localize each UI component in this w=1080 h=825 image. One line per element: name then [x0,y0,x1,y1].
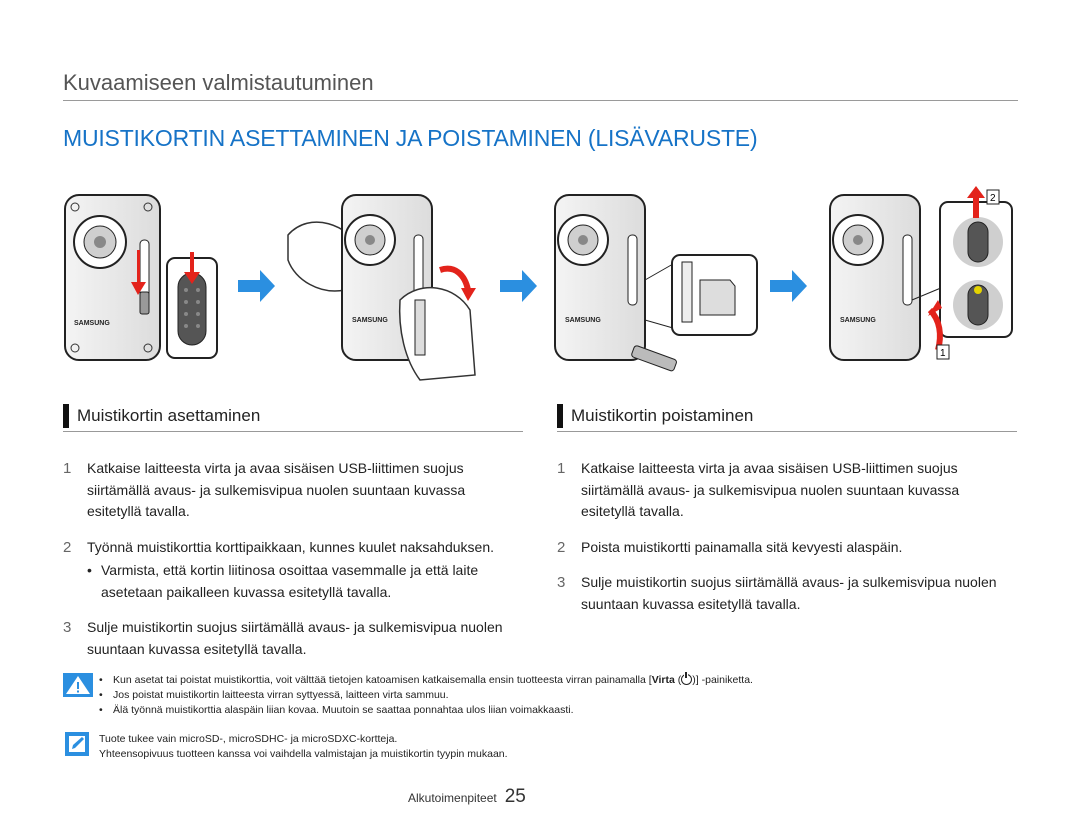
remove-section: Muistikortin poistaminen 1 Katkaise lait… [557,403,1017,629]
insert-step: 3 Sulje muistikortin suojus siirtämällä … [63,617,523,660]
brand-label: SAMSUNG [565,317,601,324]
step-text: Poista muistikortti painamalla sitä kevy… [581,538,903,555]
arrow-right-icon [500,270,537,302]
step-number: 1 [63,460,72,477]
tip-text: Tuote tukee vain microSD-, microSDHC- ja… [99,733,398,745]
section-divider [63,100,1018,101]
insert-step: 1 Katkaise laitteesta virta ja avaa sisä… [63,458,523,523]
caution-bullet: •Jos poistat muistikortin laitteesta vir… [99,689,449,701]
step-bullet-text: Varmista, että kortin liitinosa osoittaa… [101,562,479,600]
brand-label: SAMSUNG [352,317,388,324]
step-text: Sulje muistikortin suojus siirtämällä av… [87,619,503,657]
remove-step: 2 Poista muistikortti painamalla sitä ke… [557,537,1017,559]
caution-text: Jos poistat muistikortin laitteesta virr… [113,689,449,701]
power-button-label: Virta [651,674,675,686]
insert-section: Muistikortin asettaminen 1 Katkaise lait… [63,403,523,674]
camera-3-illustration: SAMSUNG [554,194,758,372]
heading-bar [63,404,69,428]
remove-heading-text: Muistikortin poistaminen [571,406,754,425]
step-text: Katkaise laitteesta virta ja avaa sisäis… [581,460,960,519]
callout-2: 2 [990,193,996,204]
power-icon [681,672,693,685]
page-title: MUISTIKORTIN ASETTAMINEN JA POISTAMINEN … [63,125,758,151]
page-number: 25 [504,786,526,807]
remove-heading: Muistikortin poistaminen [557,403,1017,432]
step-bullet: • Varmista, että kortin liitinosa osoitt… [87,560,523,603]
arrow-right-icon [238,270,275,302]
caution-bullet: •Älä työnnä muistikorttia alaspäin liian… [99,704,574,716]
caution-bullet: • Kun asetat tai poistat muistikorttia, … [99,672,753,686]
step-number: 3 [63,619,72,636]
step-number: 2 [63,538,72,556]
pencil-icon [65,732,89,756]
camera-2-illustration: SAMSUNG [287,194,476,381]
footer-label: Alkutoimenpiteet [408,791,497,805]
remove-step: 1 Katkaise laitteesta virta ja avaa sisä… [557,458,1017,523]
caution-text: ] -painiketta. [695,674,753,686]
notes-section: • Kun asetat tai poistat muistikorttia, … [63,672,1023,762]
step-number: 1 [557,460,566,477]
caution-text: Kun asetat tai poistat muistikorttia, vo… [113,674,652,686]
warning-icon [63,673,93,697]
camera-1-illustration: SAMSUNG [64,194,161,361]
step-number: 3 [557,574,566,591]
camera-4-illustration: SAMSUNG [829,186,1013,361]
heading-bar [557,404,563,428]
callout-1: 1 [940,348,946,359]
arrow-right-icon [770,270,807,302]
insert-heading-text: Muistikortin asettaminen [77,406,261,425]
step-number: 2 [557,538,566,556]
tip-text: Yhteensopivuus tuotteen kanssa voi vaihd… [99,748,508,760]
step-text: Sulje muistikortin suojus siirtämällä av… [581,574,997,612]
caution-text: Älä työnnä muistikorttia alaspäin liian … [113,704,574,716]
memory-card-illustration: SAMSUNG SAMSUNG SAMSUNG [64,186,1013,381]
remove-step: 3 Sulje muistikortin suojus siirtämällä … [557,572,1017,615]
brand-label: SAMSUNG [74,320,110,327]
section-title: Kuvaamiseen valmistautuminen [63,70,374,95]
caution-note: • Kun asetat tai poistat muistikorttia, … [63,672,1023,718]
brand-label: SAMSUNG [840,317,876,324]
insert-step: 2 Työnnä muistikorttia korttipaikkaan, k… [63,537,523,604]
step-text: Katkaise laitteesta virta ja avaa sisäis… [87,460,466,519]
page-footer: Alkutoimenpiteet 25 [408,786,526,808]
tip-note: Tuote tukee vain microSD-, microSDHC- ja… [63,732,1023,762]
step-text: Työnnä muistikorttia korttipaikkaan, kun… [87,538,495,555]
insert-heading: Muistikortin asettaminen [63,403,523,432]
